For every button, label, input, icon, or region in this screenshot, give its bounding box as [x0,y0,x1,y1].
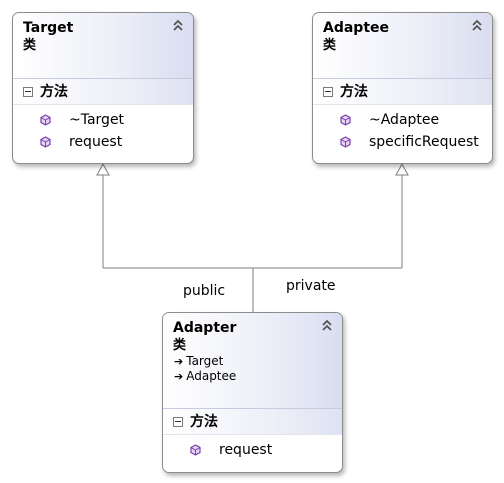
inherits-name: Adaptee [186,369,237,383]
method-cube-icon [340,114,351,126]
method-item[interactable]: specificRequest [313,131,492,153]
method-cube-icon [340,136,351,148]
double-chevron-up-icon[interactable] [171,18,185,32]
double-chevron-up-icon[interactable] [320,318,334,332]
arrow-right-icon: ➔ [174,355,184,368]
class-target[interactable]: Target 类 方法 ~Target request [12,12,194,164]
inherits-item: ➔Target [173,354,332,369]
method-cube-icon [40,114,51,126]
method-cube-icon [190,444,201,456]
inheritance-arrowhead-adaptee [395,162,409,176]
class-stereotype: 类 [323,38,337,53]
class-name: Adapter [173,320,237,336]
method-name: ~Target [69,112,125,128]
class-stereotype: 类 [173,338,187,353]
inherits-item: ➔Adaptee [173,369,332,384]
class-adapter[interactable]: Adapter 类 ➔Target ➔Adaptee 方法 request [162,312,343,473]
minus-box-icon[interactable] [323,87,333,97]
method-name: request [69,134,123,150]
method-item[interactable]: ~Adaptee [313,109,492,131]
double-chevron-up-icon[interactable] [470,18,484,32]
method-item[interactable]: ~Target [13,109,193,131]
class-adaptee[interactable]: Adaptee 类 方法 ~Adaptee specificRequest [312,12,493,164]
method-cube-icon [40,136,51,148]
method-name: request [219,442,273,458]
class-name: Target [23,20,74,36]
methods-section-header[interactable]: 方法 [313,79,492,105]
methods-section-header[interactable]: 方法 [13,79,193,105]
class-header: Adapter 类 ➔Target ➔Adaptee [163,313,342,409]
connection-label-public: public [183,283,226,299]
minus-box-icon[interactable] [173,417,183,427]
method-name: ~Adaptee [369,112,440,128]
minus-box-icon[interactable] [23,87,33,97]
class-header: Target 类 [13,13,193,79]
inheritance-arrowhead-target [96,162,110,176]
class-header: Adaptee 类 [313,13,492,79]
connection-label-private: private [286,278,336,294]
methods-section-header[interactable]: 方法 [163,409,342,435]
class-stereotype: 类 [23,38,37,53]
method-item[interactable]: request [13,131,193,153]
section-label: 方法 [40,84,68,100]
class-name: Adaptee [323,20,390,36]
section-label: 方法 [340,84,368,100]
arrow-right-icon: ➔ [174,370,184,383]
section-label: 方法 [190,414,218,430]
method-item[interactable]: request [163,439,342,461]
method-name: specificRequest [369,134,479,150]
inherits-name: Target [186,354,224,368]
